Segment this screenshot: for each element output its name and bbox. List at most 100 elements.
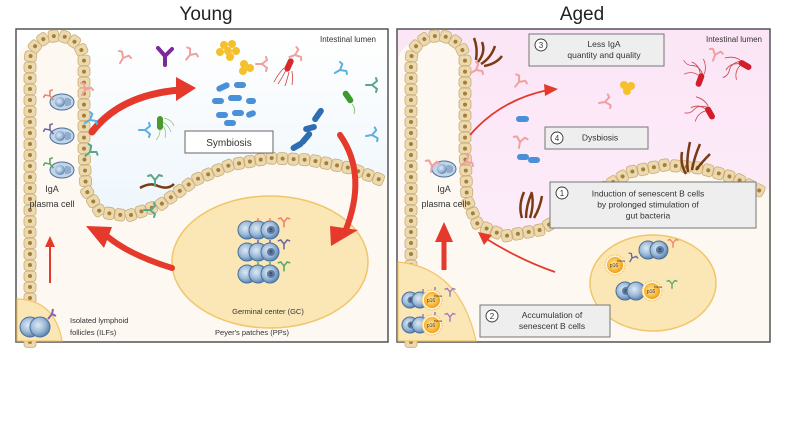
cell-nucleus: [475, 221, 480, 226]
antibody-shape: [514, 73, 528, 88]
step-text-line: Induction of senescent B cells: [592, 189, 704, 199]
cell-nucleus: [673, 163, 678, 168]
epithelial-cell: [458, 142, 472, 154]
antibody: [444, 287, 456, 297]
senescent-body: [424, 292, 440, 308]
cell-nucleus: [460, 48, 465, 53]
senescent-body: [644, 283, 660, 299]
arrow-lumen-to-gc: [337, 132, 359, 235]
surface-receptor: [257, 240, 271, 243]
b-cell-marker: B: [269, 250, 273, 256]
surface-receptor: [422, 287, 436, 292]
cell-nucleus: [41, 37, 46, 42]
cell-nucleus: [737, 178, 742, 183]
cell-nucleus: [376, 177, 381, 182]
arrow-gc-to-plasma: [105, 234, 175, 271]
epithelial-cell: [404, 226, 418, 238]
cell-nucleus: [409, 120, 413, 124]
cell-nucleus: [463, 124, 467, 129]
cell-nucleus: [345, 165, 350, 170]
cocci-cluster: [216, 40, 254, 75]
pathobiont-body: [705, 106, 715, 120]
cell-nucleus: [409, 87, 413, 91]
cell-nucleus: [28, 175, 32, 179]
cell-nucleus: [206, 172, 211, 177]
cell-nucleus: [302, 157, 307, 162]
epithelial-cell: [428, 29, 441, 43]
antibody-shape: [79, 82, 95, 97]
cell-nucleus: [28, 87, 32, 91]
cell-nucleus: [82, 135, 86, 140]
epithelial-cell: [404, 72, 418, 84]
epithelial-cell: [408, 39, 423, 54]
antibody: [79, 82, 95, 97]
epithelial-cell: [460, 186, 474, 198]
antibody-shape: [512, 135, 529, 149]
p16-marker: p16: [427, 323, 436, 329]
epithelial-cell: [276, 152, 289, 166]
epithelial-cell: [458, 98, 472, 110]
cell-nucleus: [186, 182, 191, 187]
antibody-shape: [143, 202, 156, 218]
epithelial-cell: [459, 175, 473, 187]
step-box-frame: [549, 181, 757, 229]
antibody: [42, 157, 54, 169]
epithelial-cell: [330, 158, 343, 173]
cell-nucleus: [83, 168, 88, 173]
cell-nucleus: [409, 219, 413, 223]
aged-plasma-label-2: plasma cell: [421, 199, 466, 209]
antibody: [83, 110, 98, 126]
antibody-shape: [255, 56, 268, 72]
epithelial-cell: [23, 182, 37, 194]
arrow-plasma-to-lumen-weak: [469, 89, 549, 136]
arrow-plasma-to-lumen: [88, 86, 184, 136]
epithelial-cell: [265, 151, 278, 165]
epithelial-cell: [77, 131, 91, 143]
epithelial-cell: [254, 152, 267, 167]
er-lines: [65, 132, 71, 140]
cell-nucleus: [537, 228, 542, 233]
epithelial-cell: [479, 221, 493, 236]
cocci-cluster: [620, 81, 635, 95]
antibody: [469, 60, 484, 76]
cell-nucleus: [83, 179, 88, 184]
antibody-shape: [708, 47, 724, 62]
epithelial-cell: [23, 171, 37, 183]
cell-nucleus: [313, 159, 318, 164]
antibody: [444, 312, 456, 322]
rod-bacteria-ring: [212, 82, 256, 126]
step-number: 1: [560, 189, 565, 198]
cell-nucleus: [463, 113, 467, 118]
young-microbiota: [139, 40, 356, 190]
epithelial-cell: [23, 61, 37, 73]
cell-nucleus: [409, 230, 413, 234]
epithelial-cell: [438, 29, 452, 44]
epithelial-cell: [417, 32, 431, 47]
antibody-shape: [288, 46, 303, 62]
antibody: [514, 73, 528, 88]
epithelial-cell: [23, 281, 37, 293]
young-plasma-label-2: plasma cell: [29, 199, 74, 209]
igA-plasma-cell: [42, 89, 75, 111]
cell-nucleus: [437, 164, 447, 174]
epithelial-cell: [511, 227, 524, 241]
cell-nucleus: [463, 69, 467, 74]
cell-nucleus: [226, 163, 231, 168]
epithelial-cell: [404, 237, 418, 249]
epithelial-cell: [458, 54, 472, 66]
cell-nucleus: [82, 124, 86, 129]
cell-nucleus: [453, 39, 458, 44]
antibody-shape: [42, 157, 54, 169]
epithelial-cell: [500, 228, 513, 243]
arrow-head: [86, 226, 112, 248]
gc-b-cells: BBB: [237, 217, 291, 284]
antibody-shape: [42, 89, 54, 101]
cell-nucleus: [82, 69, 86, 74]
epithelial-cell: [172, 183, 187, 199]
antibody: [288, 46, 303, 62]
antibody: [185, 46, 199, 61]
filamentous-bacterium: [139, 183, 175, 190]
green-rod-bacterium: [342, 90, 354, 104]
